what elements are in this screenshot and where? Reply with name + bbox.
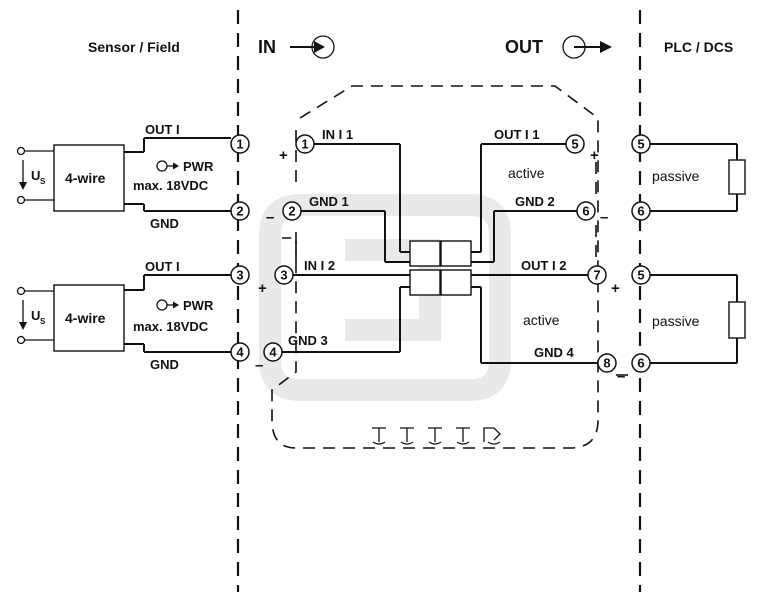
- polarity-minus: –: [266, 209, 274, 226]
- svg-text:4: 4: [236, 345, 244, 360]
- us-label: U: [31, 168, 40, 183]
- out-arrow-icon: [562, 35, 612, 59]
- max-voltage-label: max. 18VDC: [133, 178, 209, 193]
- label-in-i-1: IN I 1: [322, 127, 353, 142]
- module-terminal-2: 2: [282, 201, 302, 221]
- field-terminal-2: 2: [230, 201, 250, 221]
- svg-text:5: 5: [571, 137, 578, 152]
- label-gnd-3: GND 3: [288, 333, 328, 348]
- pwr-label: PWR: [183, 298, 214, 313]
- field-device-2: U S 4-wire OUT I PWR max. 18VDC GND: [16, 259, 231, 372]
- us-subscript: S: [40, 177, 46, 186]
- header-out: OUT: [505, 37, 543, 57]
- module-wiring: [282, 143, 598, 364]
- label-active-1: active: [508, 165, 545, 181]
- four-wire-box: [53, 284, 125, 352]
- header-in: IN: [258, 37, 276, 57]
- polarity-plus: +: [611, 280, 620, 297]
- svg-text:8: 8: [603, 356, 610, 371]
- header-sensor-field: Sensor / Field: [88, 39, 180, 55]
- plc-terminal-5b: 5: [631, 265, 651, 285]
- svg-text:3: 3: [280, 268, 287, 283]
- module-terminal-7: 7: [587, 265, 607, 285]
- svg-text:5: 5: [637, 268, 644, 283]
- us-subscript: S: [40, 317, 46, 326]
- header-plc-dcs: PLC / DCS: [664, 39, 733, 55]
- svg-text:6: 6: [637, 356, 644, 371]
- label-in-i-2: IN I 2: [304, 258, 335, 273]
- plc-terminal-5a: 5: [631, 134, 651, 154]
- plc-load-1: passive: [650, 143, 746, 212]
- label-active-2: active: [523, 312, 560, 328]
- label-out-i-2: OUT I 2: [521, 258, 567, 273]
- field-terminal-1: 1: [230, 134, 250, 154]
- module-terminal-4: 4: [263, 342, 283, 362]
- supply-terminals-icon: [372, 427, 501, 445]
- field-device-1: U S 4-wire OUT I PWR max. 18VDC GND: [16, 122, 231, 231]
- module-outline: [271, 85, 599, 449]
- svg-text:3: 3: [236, 268, 243, 283]
- polarity-plus: +: [590, 147, 599, 164]
- svg-text:2: 2: [236, 204, 243, 219]
- svg-text:1: 1: [301, 137, 308, 152]
- polarity-minus: –: [255, 357, 263, 374]
- svg-text:6: 6: [582, 204, 589, 219]
- pwr-arrow-icon: [156, 299, 179, 311]
- label-gnd-1: GND 1: [309, 194, 349, 209]
- passive-label: passive: [652, 168, 700, 184]
- gnd-label: GND: [150, 216, 179, 231]
- polarity-minus: –: [600, 209, 608, 226]
- four-wire-label: 4-wire: [65, 310, 106, 326]
- out-i-label: OUT I: [145, 259, 180, 274]
- four-wire-label: 4-wire: [65, 170, 106, 186]
- polarity-plus: +: [279, 147, 288, 164]
- max-voltage-label: max. 18VDC: [133, 319, 209, 334]
- polarity-plus: +: [258, 280, 267, 297]
- svg-text:6: 6: [637, 204, 644, 219]
- us-label: U: [31, 308, 40, 323]
- polarity-minus: –: [617, 368, 625, 385]
- svg-text:5: 5: [637, 137, 644, 152]
- label-gnd-2: GND 2: [515, 194, 555, 209]
- plc-terminal-6a: 6: [631, 201, 651, 221]
- pwr-arrow-icon: [156, 160, 179, 172]
- svg-text:7: 7: [593, 268, 600, 283]
- gnd-label: GND: [150, 357, 179, 372]
- label-out-i-1: OUT I 1: [494, 127, 540, 142]
- module-terminal-8: 8: [597, 353, 617, 373]
- pwr-label: PWR: [183, 159, 214, 174]
- in-arrow-icon: [290, 35, 335, 59]
- module-terminal-3: 3: [274, 265, 294, 285]
- svg-text:2: 2: [288, 204, 295, 219]
- field-terminal-3: 3: [230, 265, 250, 285]
- out-i-label: OUT I: [145, 122, 180, 137]
- passive-label: passive: [652, 313, 700, 329]
- module-terminal-5: 5: [565, 134, 585, 154]
- plc-load-2: passive: [650, 274, 746, 364]
- label-gnd-4: GND 4: [534, 345, 575, 360]
- four-wire-box: [53, 144, 125, 212]
- svg-text:4: 4: [269, 345, 277, 360]
- module-terminal-1: 1: [295, 134, 315, 154]
- svg-text:1: 1: [236, 137, 243, 152]
- plc-terminal-6b: 6: [631, 353, 651, 373]
- module-terminal-6: 6: [576, 201, 596, 221]
- field-terminal-4: 4: [230, 342, 250, 362]
